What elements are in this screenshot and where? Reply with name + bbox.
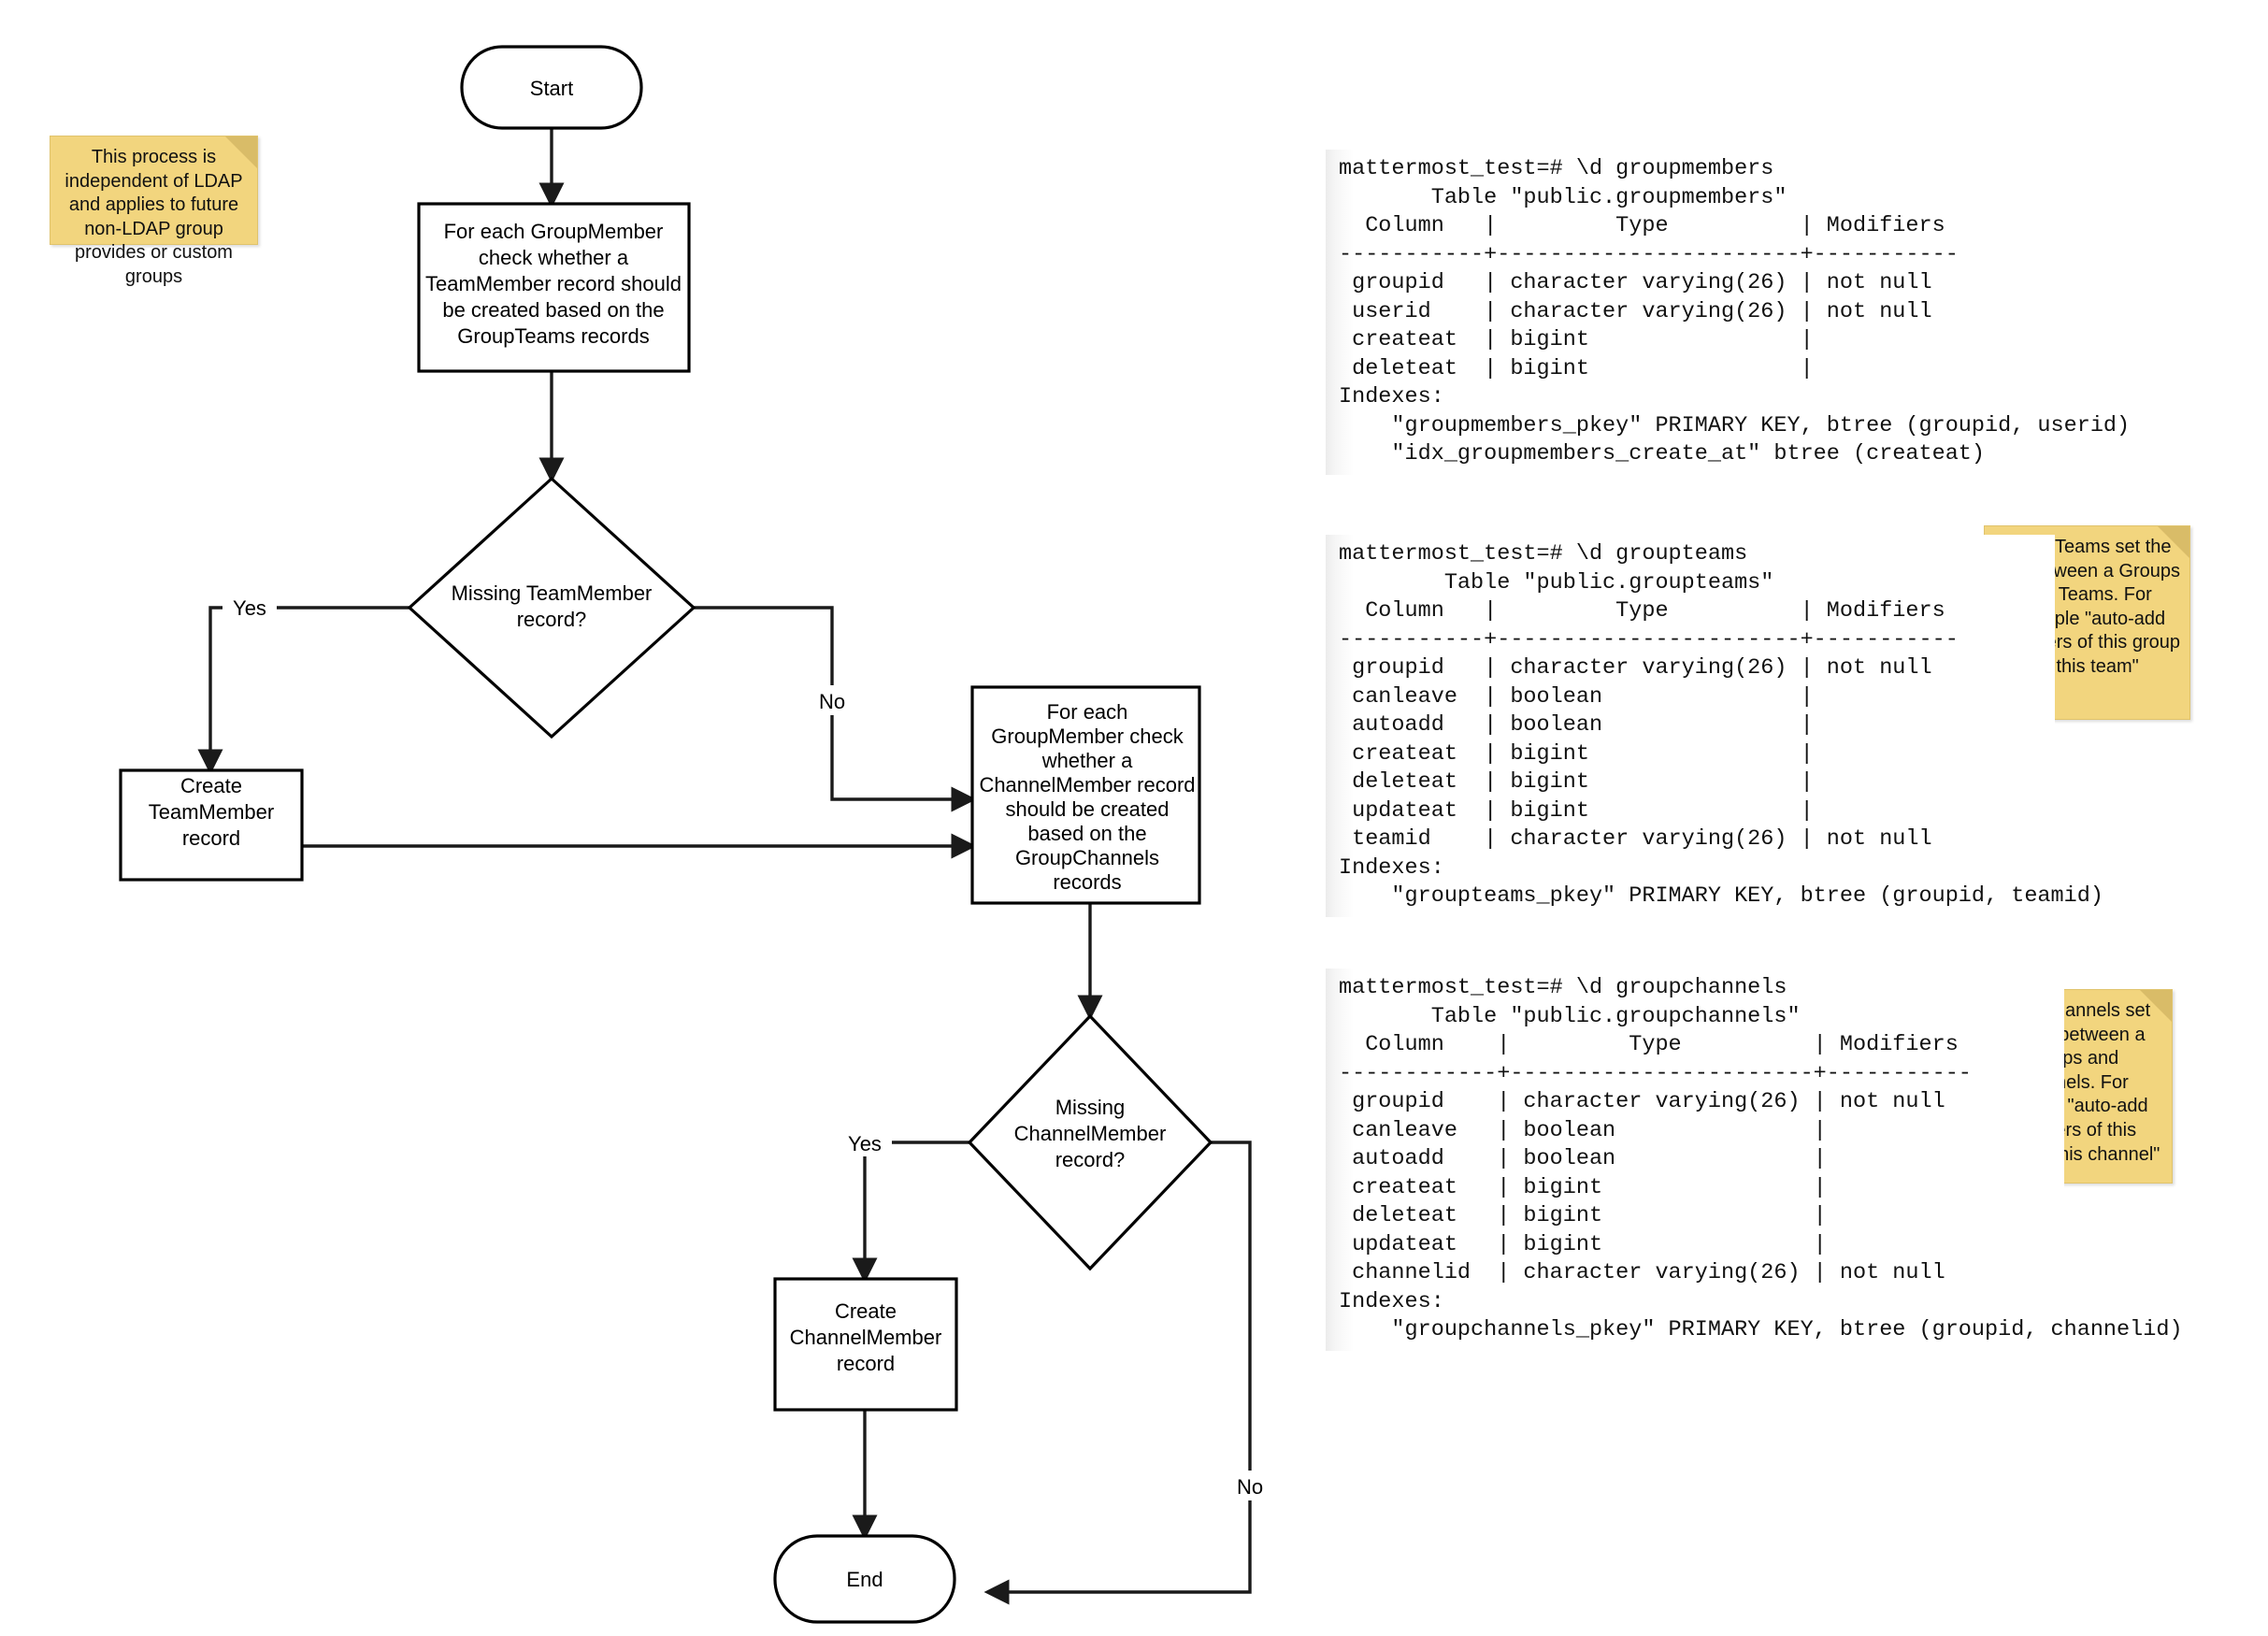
node-process-channelmember-line-6: GroupChannels bbox=[1015, 846, 1159, 869]
node-create-teammember[interactable] bbox=[119, 768, 304, 882]
folded-corner-icon bbox=[2158, 526, 2189, 558]
node-process-teammember-line-1: check whether a bbox=[479, 246, 629, 269]
node-process-channelmember[interactable] bbox=[970, 685, 1201, 905]
node-create-teammember-line-1: TeamMember bbox=[149, 800, 274, 824]
edge-label-group-teammember-yes: Yes bbox=[222, 593, 277, 621]
node-decision-channelmember-line-2: record? bbox=[1055, 1148, 1126, 1171]
edge-label-teammember-yes: Yes bbox=[233, 596, 266, 620]
node-process-channelmember-line-3: ChannelMember record bbox=[979, 773, 1195, 796]
node-process-channelmember-line-7: records bbox=[1053, 870, 1121, 894]
node-decision-channelmember-line-1: ChannelMember bbox=[1014, 1122, 1167, 1145]
psql-output-groupteams: mattermost_test=# \d groupteams Table "p… bbox=[1326, 535, 2103, 917]
edge-label-group-teammember-no: No bbox=[808, 685, 856, 715]
node-decision-teammember-line-0: Missing TeamMember bbox=[452, 581, 653, 605]
node-process-channelmember-line-2: whether a bbox=[1041, 749, 1133, 772]
edge-label-teammember-no: No bbox=[819, 690, 845, 713]
node-end[interactable] bbox=[773, 1534, 956, 1624]
node-decision-channelmember[interactable] bbox=[967, 1013, 1213, 1271]
sticky-note-ldap-text: This process is independent of LDAP and … bbox=[65, 147, 243, 287]
node-end-label: End bbox=[846, 1568, 883, 1591]
flowchart-canvas: Start For each GroupMember check whether… bbox=[119, 45, 1274, 1624]
edge-decision-channelmember-yes bbox=[852, 1141, 969, 1284]
node-process-channelmember-line-1: GroupMember check bbox=[991, 725, 1184, 748]
node-create-channelmember-line-2: record bbox=[837, 1352, 895, 1375]
edge-label-channelmember-no: No bbox=[1237, 1475, 1263, 1499]
edge-label-group-channelmember-yes: Yes bbox=[838, 1128, 892, 1156]
node-create-channelmember-line-0: Create bbox=[835, 1299, 897, 1323]
node-decision-channelmember-line-0: Missing bbox=[1055, 1096, 1126, 1119]
edge-label-channelmember-yes: Yes bbox=[848, 1132, 882, 1155]
node-decision-teammember-line-1: record? bbox=[517, 608, 587, 631]
psql-output-groupmembers: mattermost_test=# \d groupmembers Table … bbox=[1326, 150, 2130, 475]
node-process-channelmember-line-4: should be created bbox=[1006, 797, 1170, 821]
node-process-teammember[interactable] bbox=[417, 202, 691, 373]
edge-label-group-channelmember-no: No bbox=[1226, 1471, 1274, 1500]
node-start[interactable] bbox=[460, 45, 643, 130]
node-decision-teammember[interactable] bbox=[407, 476, 696, 739]
edge-decision-channelmember-no bbox=[983, 1141, 1252, 1605]
node-process-channelmember-line-0: For each bbox=[1047, 700, 1128, 724]
node-create-channelmember[interactable] bbox=[773, 1277, 958, 1412]
psql-output-groupchannels: mattermost_test=# \d groupchannels Table… bbox=[1326, 969, 2183, 1351]
node-process-teammember-line-4: GroupTeams records bbox=[457, 324, 649, 348]
node-create-teammember-line-0: Create bbox=[180, 774, 242, 797]
node-process-teammember-line-2: TeamMember record should bbox=[425, 272, 682, 295]
edge-decision-teammember-yes bbox=[197, 606, 409, 775]
node-start-label: Start bbox=[530, 77, 573, 100]
node-create-channelmember-line-1: ChannelMember bbox=[790, 1326, 942, 1349]
sticky-note-ldap: This process is independent of LDAP and … bbox=[50, 136, 258, 287]
folded-corner-icon bbox=[225, 136, 257, 168]
node-process-channelmember-line-5: based on the bbox=[1027, 822, 1146, 845]
node-create-teammember-line-2: record bbox=[182, 826, 240, 850]
node-process-teammember-line-0: For each GroupMember bbox=[444, 220, 664, 243]
node-process-teammember-line-3: be created based on the bbox=[442, 298, 664, 322]
folded-corner-icon bbox=[2140, 990, 2172, 1022]
